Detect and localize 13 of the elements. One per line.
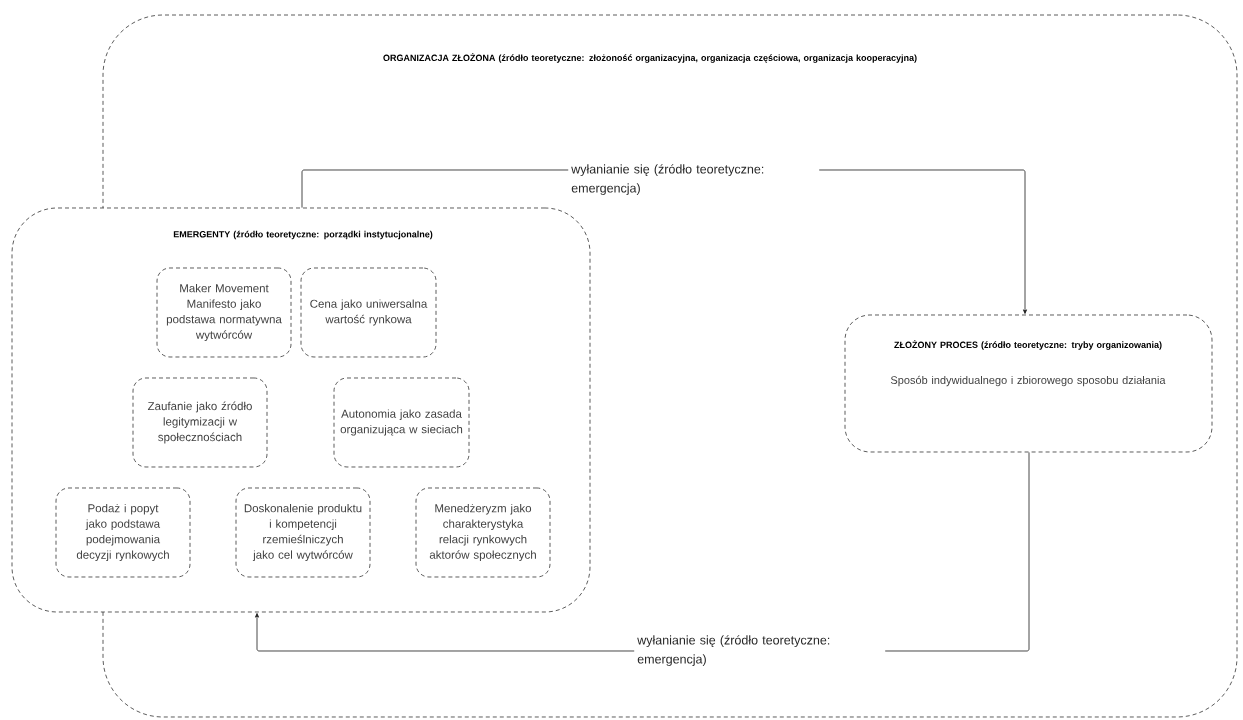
concept-box: Podaż i popyt jako podstawa podejmowania decyzji rynkowych (55, 487, 191, 578)
body-text: Sposób indywidualnego i zbiorowego sposobu działania (890, 375, 1166, 387)
edge-label: wyłanianie się (źródło teoretyczne: emergencja) (571, 164, 764, 195)
edge-label: wyłanianie się (źródło teoretyczne: emergencja) (637, 635, 830, 666)
concept-box: Autonomia jako zasada organizująca w sieciach (333, 377, 470, 468)
heading: EMERGENTY (źródło teoretyczne: porządki instytucjonalne) (173, 230, 433, 240)
concept-box: Zaufanie jako źródło legitymizacji w społecznościach (132, 377, 268, 468)
concept-box: Menedżeryzm jako charakterystyka relacji rynkowych aktorów społecznych (415, 487, 551, 578)
heading: ZŁOŻONY PROCES (źródło teoretyczne: tryby organizowania) (894, 340, 1162, 350)
concept-box: Doskonalenie produktu i kompetencji rzemieślniczych jako cel wytwórców (235, 487, 371, 578)
concept-box: Cena jako uniwersalna wartość rynkowa (300, 267, 437, 358)
concept-box: Maker Movement Manifesto jako podstawa normatywna wytwórców (156, 267, 292, 358)
heading: ORGANIZACJA ZŁOŻONA (źródło teoretyczne: złożoność organizacyjna, organizacja częściowa, organizacja kooperacyjna) (383, 53, 917, 63)
